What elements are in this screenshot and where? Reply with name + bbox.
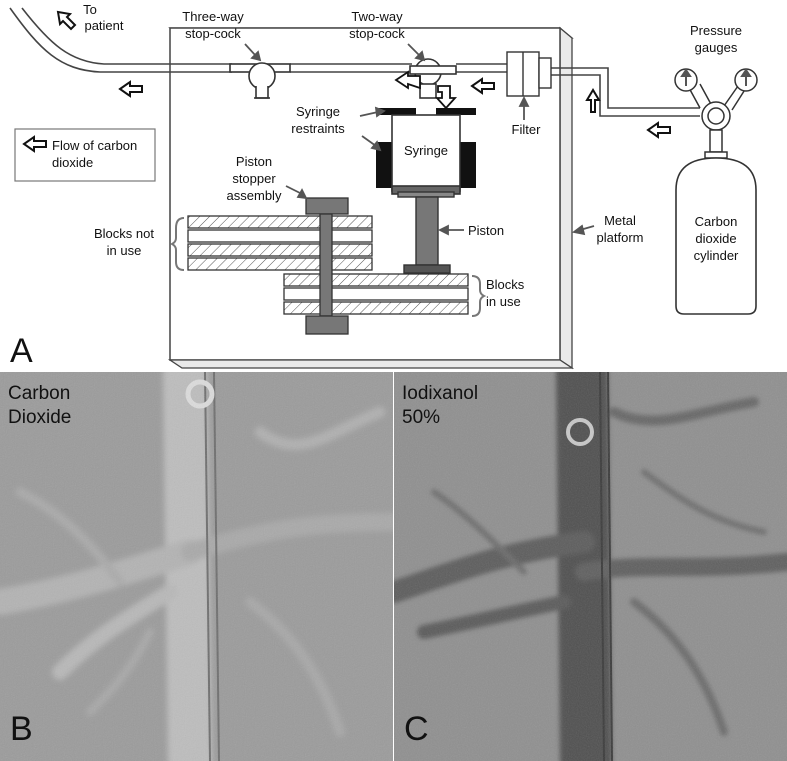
panel-letter-c: C	[404, 710, 429, 748]
label-cylinder-2: dioxide	[695, 231, 736, 246]
label-two-way-2: stop-cock	[349, 26, 405, 41]
panel-c-angiogram: Iodixanol 50% C	[394, 372, 787, 761]
panel-c-title: Iodixanol 50%	[402, 383, 479, 428]
label-blocks-in: Blocks	[486, 277, 525, 292]
label-pressure-2: gauges	[695, 40, 738, 55]
legend-box	[14, 128, 156, 182]
apparatus-diagram: To patient Three-way stop-cock Two-way s…	[9, 2, 758, 370]
panel-letter-a: A	[10, 332, 33, 370]
syringe	[391, 114, 461, 195]
label-cylinder-3: cylinder	[694, 248, 739, 263]
label-cylinder: Carbon	[695, 214, 738, 229]
two-way-stopcock	[409, 58, 457, 99]
label-piston-stopper-3: assembly	[227, 188, 282, 203]
co2-angiogram-image	[0, 372, 393, 761]
label-piston: Piston	[468, 223, 504, 238]
label-to-patient: To	[83, 2, 97, 17]
metal-platform	[167, 26, 575, 370]
legend-arrow-icon	[22, 135, 47, 153]
label-three-way: Three-way	[182, 9, 244, 24]
pressure-gauges	[674, 68, 758, 159]
co2-cylinder	[675, 157, 757, 315]
label-syringe-restraints-2: restraints	[291, 121, 345, 136]
label-metal-platform: Metal	[604, 213, 636, 228]
panel-letter-b: B	[10, 710, 33, 748]
panel-b-title: Carbon Dioxide	[8, 383, 72, 428]
connector-tubes	[290, 63, 700, 117]
label-pressure: Pressure	[690, 23, 742, 38]
piston	[397, 191, 455, 274]
label-blocks-not: Blocks not	[94, 226, 154, 241]
filter	[506, 51, 552, 97]
iodixanol-angiogram-image	[394, 372, 787, 761]
label-to-patient-2: patient	[84, 18, 123, 33]
stopcock-flow-arrows	[394, 70, 458, 110]
label-three-way-2: stop-cock	[185, 26, 241, 41]
label-two-way: Two-way	[351, 9, 403, 24]
gauge-needles	[680, 68, 752, 86]
syringe-restraints	[376, 108, 476, 188]
brackets	[169, 217, 487, 317]
piston-stopper-assembly	[305, 197, 349, 335]
label-syringe-restraints: Syringe	[296, 104, 340, 119]
legend-text: Flow of carbon	[52, 138, 137, 153]
label-syringe: Syringe	[404, 143, 448, 158]
pointer-arrows	[244, 43, 595, 236]
flow-arrows	[56, 10, 671, 139]
patient-tube	[9, 7, 232, 73]
legend-text-2: dioxide	[52, 155, 93, 170]
label-piston-stopper-2: stopper	[232, 171, 276, 186]
blocks-not-in-use	[187, 215, 373, 271]
three-way-stopcock	[229, 62, 291, 99]
label-filter: Filter	[512, 122, 542, 137]
label-piston-stopper: Piston	[236, 154, 272, 169]
panel-b-angiogram: Carbon Dioxide B	[0, 372, 393, 761]
label-blocks-in-2: in use	[486, 294, 521, 309]
label-metal-platform-2: platform	[597, 230, 644, 245]
diagram-labels: To patient Three-way stop-cock Two-way s…	[10, 2, 742, 370]
label-blocks-not-2: in use	[107, 243, 142, 258]
blocks-in-use	[283, 273, 469, 315]
